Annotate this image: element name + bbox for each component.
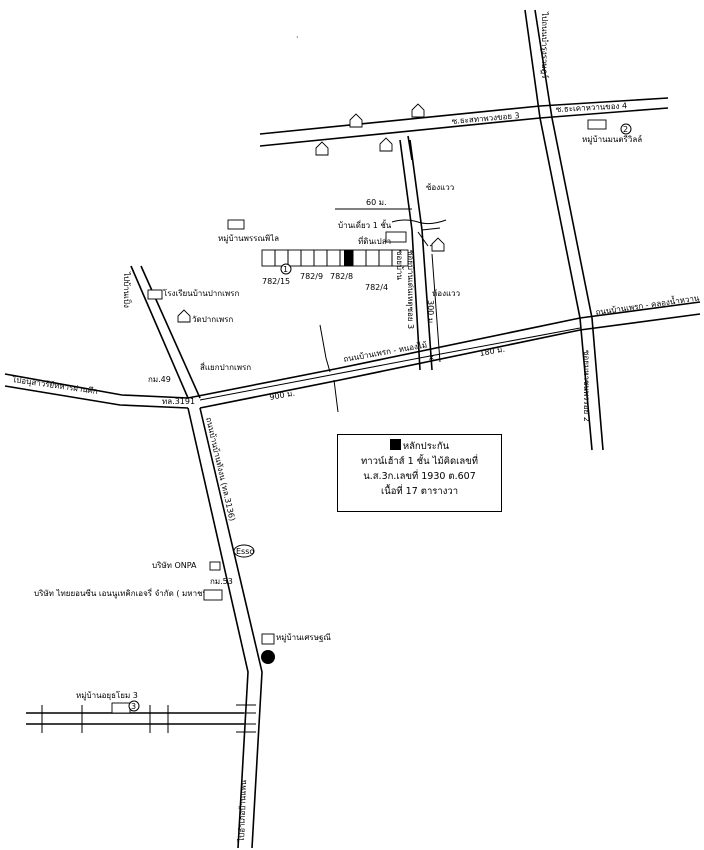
road-bottom-left	[26, 704, 256, 733]
svg-text:Esso: Esso	[236, 547, 254, 556]
road-label-right-soi: ซอยมหาชนพรรอย 2	[582, 350, 591, 422]
road-label-banphraek-right: ถนนบ้านเพรก - คลองน้ำหวาน	[595, 291, 701, 317]
main-road-west	[4, 373, 189, 409]
legend-box: หลักประกัน ทาวน์เฮ้าส์ 1 ชั้น ไม้คิดเลขท…	[337, 434, 502, 512]
road-label-3191: ทล.3191	[162, 397, 195, 406]
company-bottom: บริษัท ไทยยอนซีน เอนนูเทคิกเอจรี่ จำกัด …	[34, 587, 223, 601]
km-53-label: กม.53	[210, 577, 233, 586]
svg-text:บริษัท ไทยยอนซีน เอนนูเทคิกเอจ: บริษัท ไทยยอนซีน เอนนูเทคิกเอจรี่ จำกัด …	[34, 587, 214, 599]
village-lower: หมู่บ้านเศรษฐณี	[261, 633, 331, 664]
road-label-main-left: ไปอนุสาวรีย์ทหารผ่านศึก	[11, 374, 99, 396]
house-icons	[315, 103, 445, 252]
distance-60-label: 60 ม.	[366, 198, 387, 207]
svg-text:หมู่บ้านมนตรีวิลล์: หมู่บ้านมนตรีวิลล์	[582, 134, 642, 145]
road-center-right-stub	[421, 227, 441, 231]
noise-mark: ·	[296, 33, 299, 42]
road-label-north: ไปถนนบำรุงราษฎร์	[540, 11, 550, 79]
plot-label-4: 782/4	[365, 283, 388, 292]
empty-land-box	[385, 231, 407, 243]
collateral-marker	[344, 250, 353, 266]
esso-station: Esso	[233, 544, 255, 558]
legend-line-2: ทาวน์เฮ้าส์ 1 ชั้น ไม้คิดเลขที่	[360, 456, 479, 467]
plot-label-1: 782/15	[262, 277, 290, 286]
village-top-right: 2 หมู่บ้านมนตรีวิลล์	[582, 119, 642, 145]
road-banphraek-nongmai	[187, 301, 701, 409]
cross-marker: ×	[428, 353, 435, 362]
distance-60: 60 ม.	[335, 198, 412, 210]
svg-text:วัดปากเพรก: วัดปากเพรก	[192, 315, 233, 324]
road-label-soi4: ซ.ธะเคาหวานของ 4	[556, 101, 628, 114]
svg-text:บริษัท ONPA: บริษัท ONPA	[152, 561, 197, 570]
distance-900: 900 ม.	[199, 355, 431, 402]
circle-number-1	[280, 263, 292, 275]
road-label-bottom: ไปอำเภอบ้านแพน	[237, 779, 248, 843]
plot-label-3: 782/8	[330, 272, 353, 281]
school: โรงเรียนบ้านปากเพรก	[147, 288, 239, 300]
canal-mark	[319, 324, 339, 413]
svg-text:หมู่บ้านเศรษฐณี: หมู่บ้านเศรษฐณี	[276, 633, 331, 643]
svg-text:โรงเรียนบ้านปากเพรก: โรงเรียนบ้านปากเพรก	[163, 288, 239, 298]
empty-land-label: ที่ดินเปล่า	[358, 235, 391, 246]
road-to-ban-peng	[130, 265, 201, 399]
soi-text-1: ซ้องแวว	[426, 183, 454, 192]
distance-300-label: 300 ม.	[426, 300, 435, 326]
svg-text:3: 3	[131, 702, 136, 711]
soi-text-2: ห้องแวว	[432, 289, 460, 298]
plot-label-2: 782/9	[300, 272, 323, 281]
village-bottom-left: 3 หมู่บ้านอยุธโยม 3	[76, 690, 140, 714]
road-label-ban-peng: ไปบ้านเป็ง	[122, 271, 132, 308]
svg-text:หมู่บ้านพรรณพิไล: หมู่บ้านพรรณพิไล	[218, 234, 279, 244]
km-49-label: กม.49	[148, 375, 171, 384]
junction-label: สี่แยกปากเพรก	[200, 361, 251, 372]
road-label-center-soi: ซอยบ้านเด่นเหตุซอย 3	[406, 250, 415, 329]
townhouse-row: 1 782/15 782/9 782/8 782/4	[261, 249, 409, 292]
distance-180-label: 180 ม.	[479, 345, 506, 358]
legend-marker	[389, 439, 401, 450]
distance-900-label: 900 ม.	[269, 389, 296, 402]
village-mid: หมู่บ้านพรรณพิไล	[218, 219, 279, 244]
road-south	[187, 407, 263, 849]
legend-title: หลักประกัน	[338, 439, 501, 454]
svg-text:หมู่บ้านอยุธโยม 3: หมู่บ้านอยุธโยม 3	[76, 690, 138, 701]
svg-text:2: 2	[623, 125, 628, 134]
legend-line-4: เนื้อที่ 17 ตารางวา	[380, 486, 459, 497]
road-right-vertical	[524, 9, 604, 451]
single-house-label: บ้านเดี่ยว 1 ชั้น	[338, 219, 392, 230]
road-label-south: ถนนบ้านบ้านทังงน (ทล.3136)	[204, 416, 237, 522]
company-onpa: บริษัท ONPA	[152, 561, 221, 571]
canal-mark-north	[391, 219, 447, 225]
distance-180: 180 ม. ×	[428, 327, 581, 362]
temple: วัดปากเพรก	[177, 309, 233, 324]
legend-line-3: น.ส.3ก.เลขที่ 1930 ต.607	[363, 471, 476, 482]
soi-mark-label: ซอยบ้าน	[395, 250, 404, 280]
distance-300: 300 ม.	[426, 253, 441, 363]
svg-text:1: 1	[283, 265, 288, 274]
